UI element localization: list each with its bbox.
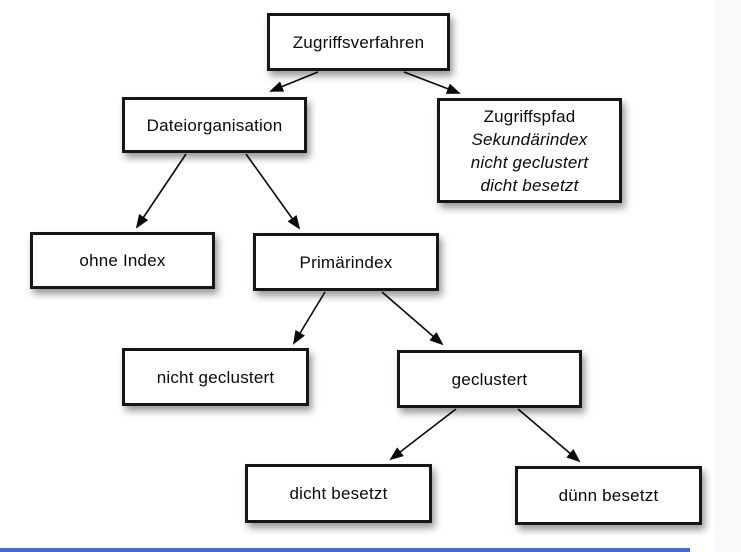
node-sub-label: dicht besetzt [480,175,579,195]
edge-geclustert-dicht-besetzt [389,408,457,461]
edge-primaerindex-geclustert [381,291,444,346]
node-label: dünn besetzt [558,486,659,505]
node-geclustert: geclustert [397,350,582,408]
node-label: Zugriffsverfahren [292,32,425,52]
node-label: ohne Index [79,251,166,270]
node-duenn-besetzt: dünn besetzt [515,466,702,525]
edge-root-zugriffspfad [403,71,461,94]
node-dateiorganisation: Dateiorganisation [122,97,307,153]
node-sub-label: Sekundärindex [471,129,588,149]
node-label: dicht besetzt [289,484,388,503]
node-label: Dateiorganisation [146,115,283,135]
node-label: Zugriffspfad [483,106,576,126]
edge-root-dateiorganisation [269,71,319,92]
node-label: Primärindex [299,252,393,272]
node-sub-label: nicht geclustert [470,152,589,172]
node-label: nicht geclustert [156,367,275,387]
node-label: geclustert [451,369,528,389]
node-nicht-geclustert: nicht geclustert [122,348,309,406]
node-zugriffspfad: Zugriffspfad Sekundärindex nicht geclust… [437,98,622,203]
edge-geclustert-duenn-besetzt [517,408,581,463]
node-dicht-besetzt: dicht besetzt [245,464,432,523]
bottom-accent-bar [0,548,690,552]
node-ohne-index: ohne Index [30,232,215,289]
edge-dateiorganisation-primaerindex [245,153,301,230]
node-primaerindex: Primärindex [253,233,439,291]
edge-dateiorganisation-ohne-index [135,153,187,229]
right-margin-strip [715,0,741,552]
node-zugriffsverfahren: Zugriffsverfahren [267,13,450,71]
edge-primaerindex-nicht-geclustert [292,291,326,345]
